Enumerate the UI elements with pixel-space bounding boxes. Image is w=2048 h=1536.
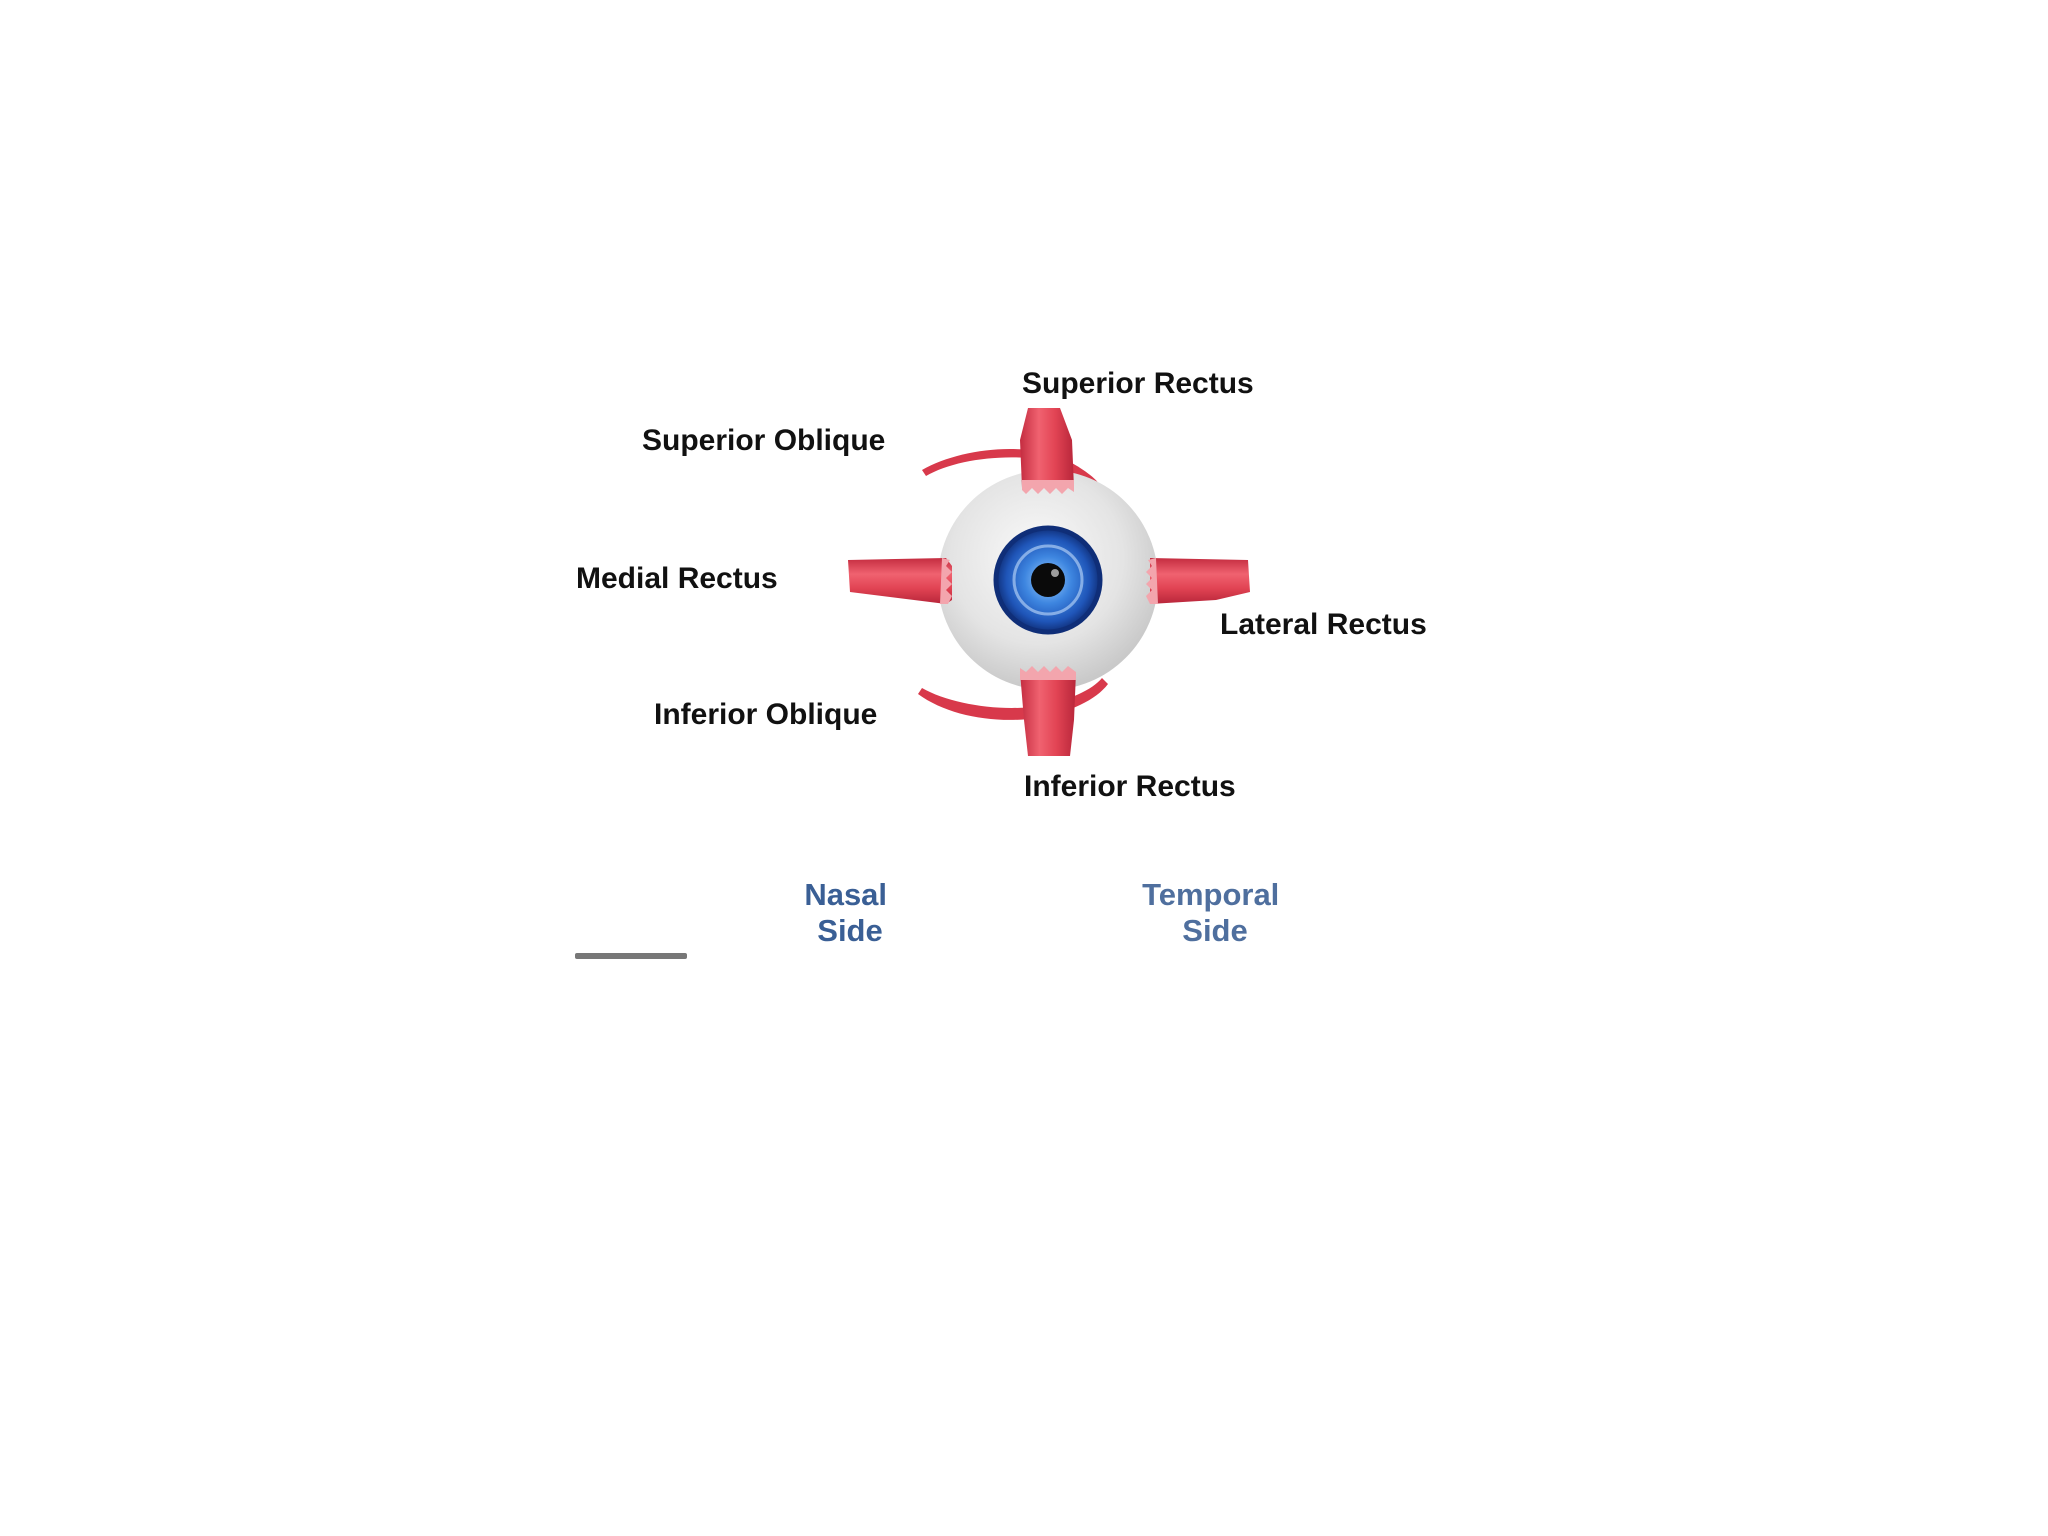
medial-rectus-muscle (848, 558, 952, 604)
label-inferior-rectus: Inferior Rectus (1024, 770, 1236, 803)
label-nasal-side-line2: Side (817, 913, 882, 948)
pupil-glint (1051, 569, 1059, 577)
label-nasal-side: Nasal Side (804, 877, 895, 948)
label-temporal-side: Temporal Side (1142, 877, 1288, 948)
label-superior-rectus: Superior Rectus (1022, 367, 1254, 400)
label-medial-rectus: Medial Rectus (576, 562, 778, 595)
label-superior-oblique: Superior Oblique (642, 424, 885, 457)
inferior-rectus-muscle (1020, 672, 1076, 756)
label-nasal-side-line1: Nasal (804, 877, 887, 912)
label-inferior-oblique: Inferior Oblique (654, 698, 877, 731)
superior-rectus-muscle (1020, 408, 1074, 488)
label-temporal-side-line2: Side (1182, 913, 1247, 948)
pupil (1031, 563, 1065, 597)
scale-bar (575, 953, 687, 959)
label-temporal-side-line1: Temporal (1142, 877, 1279, 912)
lateral-rectus-muscle (1150, 558, 1250, 604)
label-lateral-rectus: Lateral Rectus (1220, 608, 1427, 641)
